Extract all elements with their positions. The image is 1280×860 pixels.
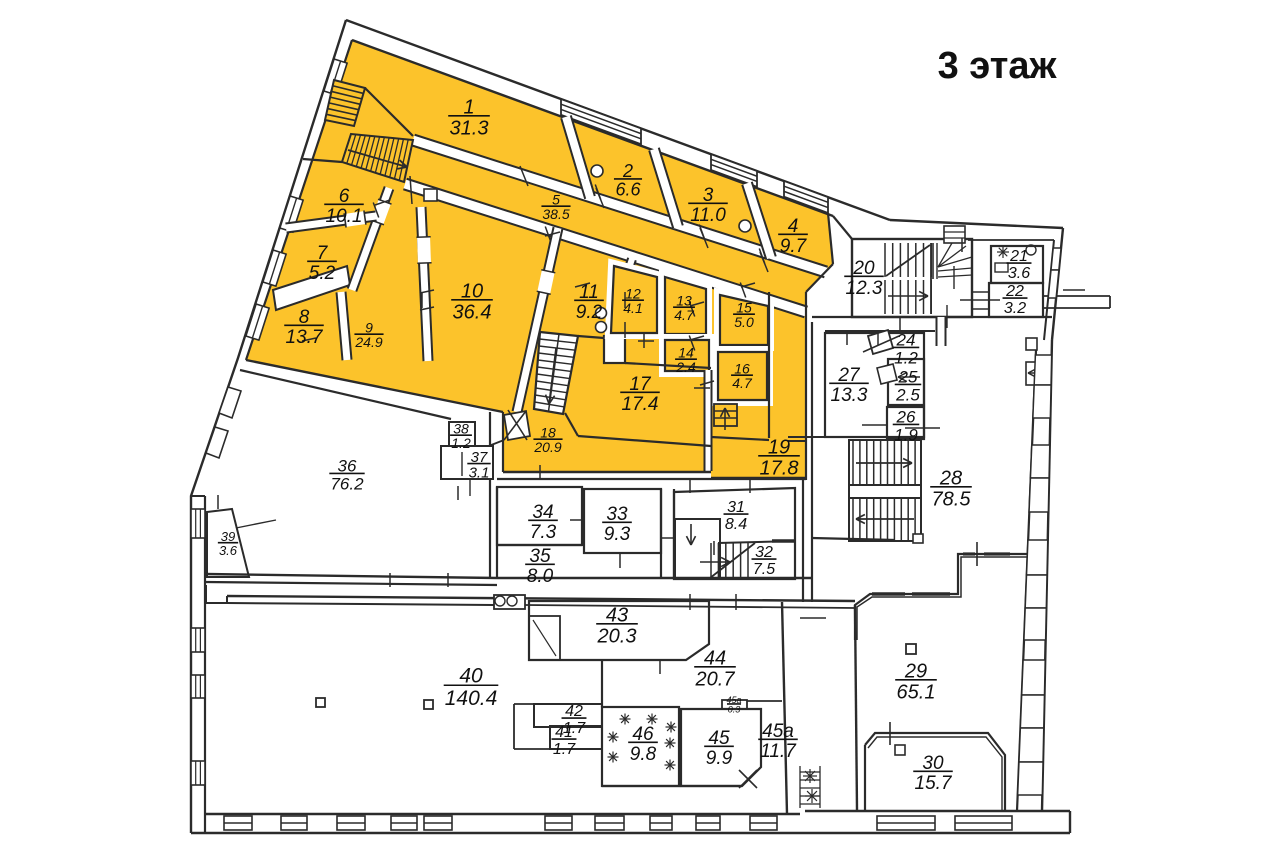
svg-text:46: 46 xyxy=(632,724,654,745)
svg-text:8: 8 xyxy=(299,307,310,328)
svg-text:3: 3 xyxy=(703,185,714,206)
svg-text:29: 29 xyxy=(904,660,927,682)
svg-text:20.7: 20.7 xyxy=(695,668,736,690)
svg-text:38.5: 38.5 xyxy=(542,206,569,222)
svg-text:17.8: 17.8 xyxy=(760,457,799,479)
svg-text:78.5: 78.5 xyxy=(932,488,972,510)
svg-text:2.4: 2.4 xyxy=(675,359,696,375)
svg-text:6: 6 xyxy=(339,186,350,207)
svg-text:9.2: 9.2 xyxy=(576,302,603,323)
svg-text:41: 41 xyxy=(555,724,573,741)
svg-text:30: 30 xyxy=(922,753,944,774)
svg-text:3 этаж: 3 этаж xyxy=(938,45,1058,87)
svg-text:9.3: 9.3 xyxy=(604,524,631,545)
svg-text:140.4: 140.4 xyxy=(445,687,498,710)
svg-text:12.3: 12.3 xyxy=(846,278,883,299)
svg-text:17: 17 xyxy=(629,374,652,395)
svg-text:9.7: 9.7 xyxy=(780,236,808,257)
svg-text:2.5: 2.5 xyxy=(895,385,920,404)
svg-text:15.7: 15.7 xyxy=(915,773,953,794)
svg-text:18: 18 xyxy=(540,424,556,440)
svg-text:3.2: 3.2 xyxy=(1004,300,1026,317)
svg-text:36.4: 36.4 xyxy=(453,301,492,323)
svg-text:9: 9 xyxy=(365,319,373,335)
svg-text:31.3: 31.3 xyxy=(450,117,489,139)
svg-text:20: 20 xyxy=(852,258,875,279)
svg-text:7.5: 7.5 xyxy=(753,561,775,578)
svg-text:24: 24 xyxy=(896,330,916,349)
svg-text:76.2: 76.2 xyxy=(330,474,364,493)
svg-text:27: 27 xyxy=(837,365,861,386)
svg-text:1.7: 1.7 xyxy=(563,720,586,737)
svg-text:7: 7 xyxy=(317,243,329,264)
svg-text:24.9: 24.9 xyxy=(354,334,382,350)
svg-text:4.7: 4.7 xyxy=(674,307,695,323)
svg-text:65.1: 65.1 xyxy=(897,681,936,703)
svg-text:21: 21 xyxy=(1009,248,1028,265)
svg-text:45а: 45а xyxy=(762,721,794,742)
svg-text:12: 12 xyxy=(625,285,641,301)
svg-text:5.2: 5.2 xyxy=(309,263,336,284)
svg-text:17.4: 17.4 xyxy=(622,394,659,415)
svg-text:1.9: 1.9 xyxy=(894,425,918,444)
svg-text:1: 1 xyxy=(463,96,474,118)
svg-text:20.3: 20.3 xyxy=(597,625,637,647)
svg-text:32: 32 xyxy=(755,544,773,561)
svg-text:45: 45 xyxy=(708,728,730,749)
svg-text:4: 4 xyxy=(788,216,799,237)
svg-text:4.1: 4.1 xyxy=(623,300,642,316)
svg-text:26: 26 xyxy=(896,407,916,426)
svg-text:43: 43 xyxy=(606,604,628,626)
svg-text:7.3: 7.3 xyxy=(530,522,557,543)
svg-text:36: 36 xyxy=(338,456,357,475)
svg-text:10.1: 10.1 xyxy=(326,206,363,227)
svg-text:13: 13 xyxy=(676,292,692,308)
svg-text:19: 19 xyxy=(768,436,790,458)
svg-text:31: 31 xyxy=(727,499,745,516)
svg-text:45а: 45а xyxy=(726,695,741,705)
svg-text:37: 37 xyxy=(471,449,488,466)
svg-text:13.3: 13.3 xyxy=(831,385,868,406)
svg-text:8.0: 8.0 xyxy=(527,566,554,587)
svg-text:3.6: 3.6 xyxy=(219,543,238,558)
svg-text:13.7: 13.7 xyxy=(286,327,324,348)
svg-text:0.3: 0.3 xyxy=(728,704,741,714)
svg-text:10: 10 xyxy=(461,280,483,302)
svg-text:9.9: 9.9 xyxy=(706,748,733,769)
svg-text:42: 42 xyxy=(565,703,583,720)
svg-text:6.6: 6.6 xyxy=(615,180,641,200)
svg-text:39: 39 xyxy=(221,529,235,544)
svg-text:28: 28 xyxy=(939,467,962,489)
svg-text:1.2: 1.2 xyxy=(451,435,471,451)
svg-text:44: 44 xyxy=(704,647,726,669)
svg-text:14: 14 xyxy=(678,344,694,360)
svg-text:1.7: 1.7 xyxy=(553,741,576,758)
svg-text:11.7: 11.7 xyxy=(760,741,797,762)
svg-text:35: 35 xyxy=(529,546,551,567)
svg-text:4.7: 4.7 xyxy=(732,375,753,391)
svg-text:2: 2 xyxy=(622,161,633,181)
svg-text:38: 38 xyxy=(453,420,469,436)
svg-text:3.6: 3.6 xyxy=(1008,265,1030,282)
svg-text:8.4: 8.4 xyxy=(725,516,747,533)
svg-text:40: 40 xyxy=(459,665,483,688)
svg-text:16: 16 xyxy=(734,360,750,376)
svg-text:15: 15 xyxy=(736,299,752,315)
svg-text:34: 34 xyxy=(532,502,553,523)
svg-text:5: 5 xyxy=(552,191,560,207)
svg-text:9.8: 9.8 xyxy=(630,744,657,765)
svg-text:11: 11 xyxy=(579,282,599,303)
svg-text:11.0: 11.0 xyxy=(690,205,726,226)
svg-text:1.2: 1.2 xyxy=(894,348,918,367)
svg-text:3.1: 3.1 xyxy=(469,465,490,482)
svg-text:33: 33 xyxy=(606,504,628,525)
svg-text:5.0: 5.0 xyxy=(734,314,754,330)
svg-text:25: 25 xyxy=(898,367,918,386)
svg-text:22: 22 xyxy=(1005,283,1024,300)
svg-text:20.9: 20.9 xyxy=(533,439,561,455)
